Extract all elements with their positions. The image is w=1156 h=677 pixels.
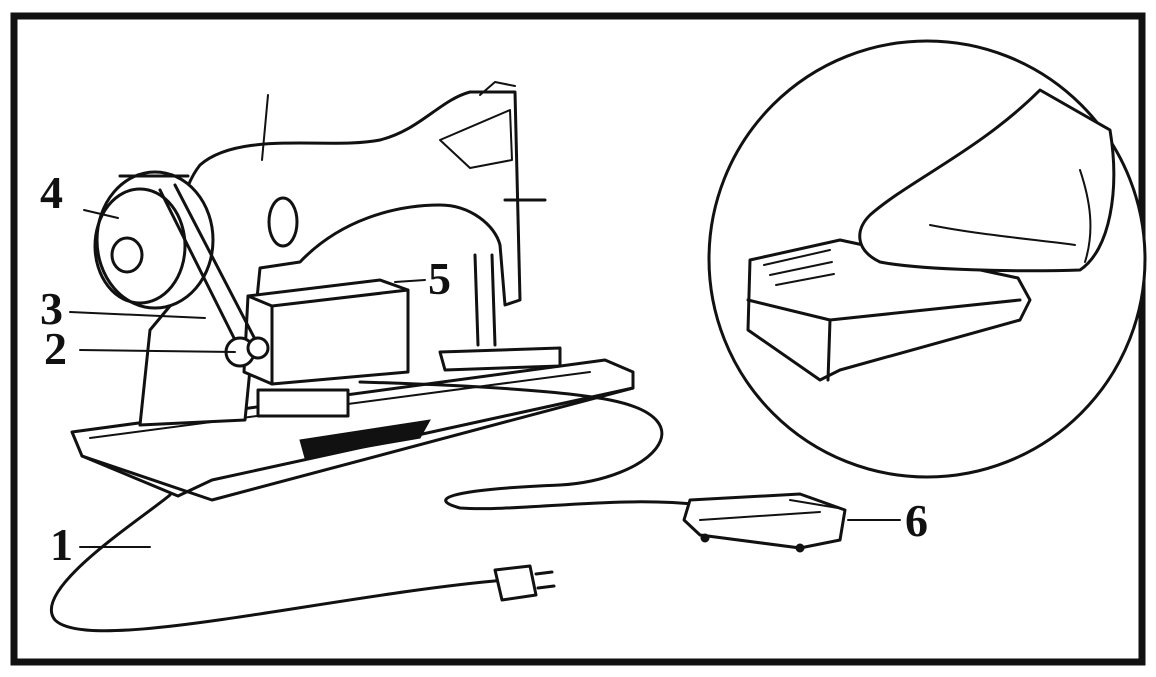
callout-3: 3: [40, 286, 63, 332]
handwheel: [95, 172, 213, 308]
callout-6: 6: [905, 498, 928, 544]
callout-4: 4: [40, 170, 63, 216]
callout-5: 5: [428, 256, 451, 302]
callout-1: 1: [50, 522, 73, 568]
pedal-inset: [709, 41, 1145, 477]
